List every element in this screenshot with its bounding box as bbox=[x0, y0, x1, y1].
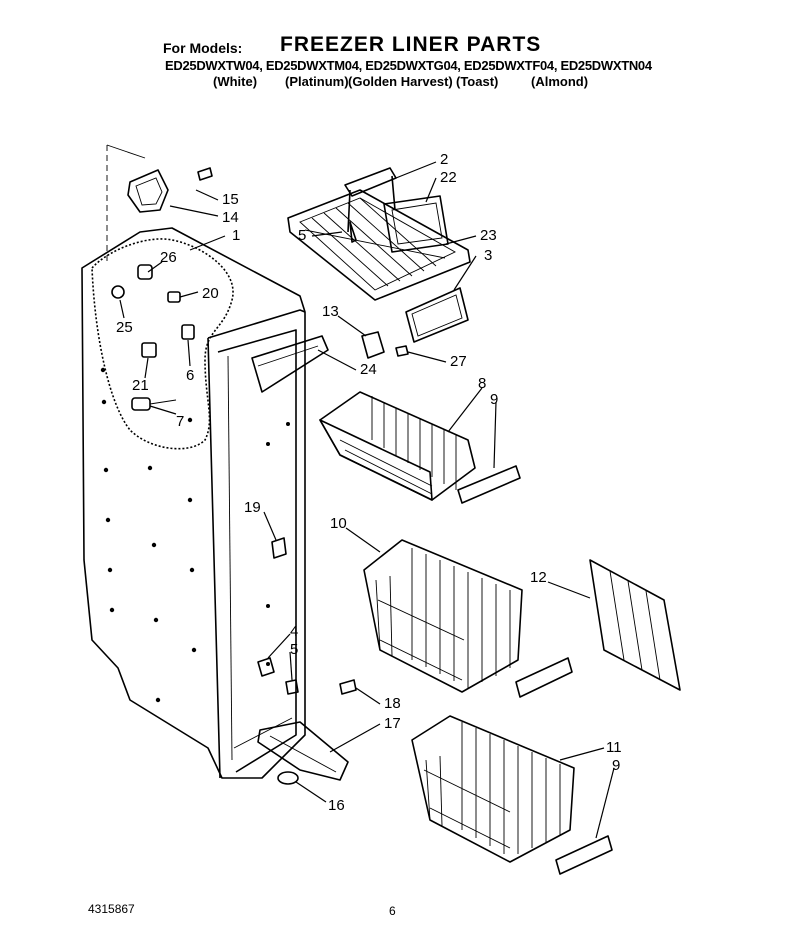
part-19-4-5 bbox=[257, 537, 299, 695]
page-title: FREEZER LINER PARTS bbox=[280, 33, 542, 56]
callout-5-bottom: 5 bbox=[290, 641, 298, 658]
for-models-label: For Models: bbox=[163, 40, 243, 56]
color-platinum: (Platinum) bbox=[285, 74, 349, 89]
top-shelf-assembly bbox=[287, 167, 471, 343]
callout-8: 8 bbox=[478, 375, 486, 392]
leader-lines bbox=[119, 161, 615, 839]
callout-14: 14 bbox=[222, 209, 239, 226]
callout-21: 21 bbox=[132, 377, 149, 394]
color-golden-harvest: (Golden Harvest) bbox=[348, 74, 453, 89]
basket-part-8 bbox=[319, 391, 521, 504]
callout-19: 19 bbox=[244, 499, 261, 516]
divider-part-12 bbox=[589, 559, 681, 691]
freezer-liner bbox=[81, 144, 306, 779]
callout-15: 15 bbox=[222, 191, 239, 208]
callout-1: 1 bbox=[232, 227, 240, 244]
callout-24: 24 bbox=[360, 361, 377, 378]
part-16-17-18 bbox=[257, 679, 357, 785]
callout-2: 2 bbox=[440, 151, 448, 168]
basket-part-10 bbox=[363, 539, 573, 698]
callout-10: 10 bbox=[330, 515, 347, 532]
callout-23: 23 bbox=[480, 227, 497, 244]
control-components bbox=[111, 264, 195, 411]
callout-9-top: 9 bbox=[490, 391, 498, 408]
model-numbers: ED25DWXTW04, ED25DWXTM04, ED25DWXTG04, E… bbox=[165, 58, 652, 73]
callout-18: 18 bbox=[384, 695, 401, 712]
color-white: (White) bbox=[213, 74, 258, 89]
callout-20: 20 bbox=[202, 285, 219, 302]
callout-4: 4 bbox=[290, 623, 298, 640]
callout-9-bottom: 9 bbox=[612, 757, 620, 774]
callout-25: 25 bbox=[116, 319, 133, 336]
page-number: 6 bbox=[389, 904, 396, 918]
color-toast: (Toast) bbox=[456, 74, 499, 89]
callout-27: 27 bbox=[450, 353, 467, 370]
shelf-bracket-part-14 bbox=[127, 167, 213, 213]
part-13-and-24 bbox=[251, 331, 409, 393]
callout-13: 13 bbox=[322, 303, 339, 320]
callout-3: 3 bbox=[484, 247, 492, 264]
liner-mounting-holes bbox=[100, 367, 290, 703]
callout-11: 11 bbox=[606, 739, 622, 756]
color-almond: (Almond) bbox=[531, 74, 589, 89]
callout-16: 16 bbox=[328, 797, 345, 814]
callout-22: 22 bbox=[440, 169, 457, 186]
callout-12: 12 bbox=[530, 569, 547, 586]
callout-6: 6 bbox=[186, 367, 194, 384]
callout-17: 17 bbox=[384, 715, 401, 732]
callout-numbers: 2 22 23 3 5 15 14 1 26 20 25 21 6 7 13 2… bbox=[116, 151, 622, 814]
callout-7: 7 bbox=[176, 413, 184, 430]
callout-26: 26 bbox=[160, 249, 177, 266]
callout-5-top: 5 bbox=[298, 227, 306, 244]
basket-part-11 bbox=[411, 715, 613, 875]
document-number: 4315867 bbox=[88, 902, 135, 916]
